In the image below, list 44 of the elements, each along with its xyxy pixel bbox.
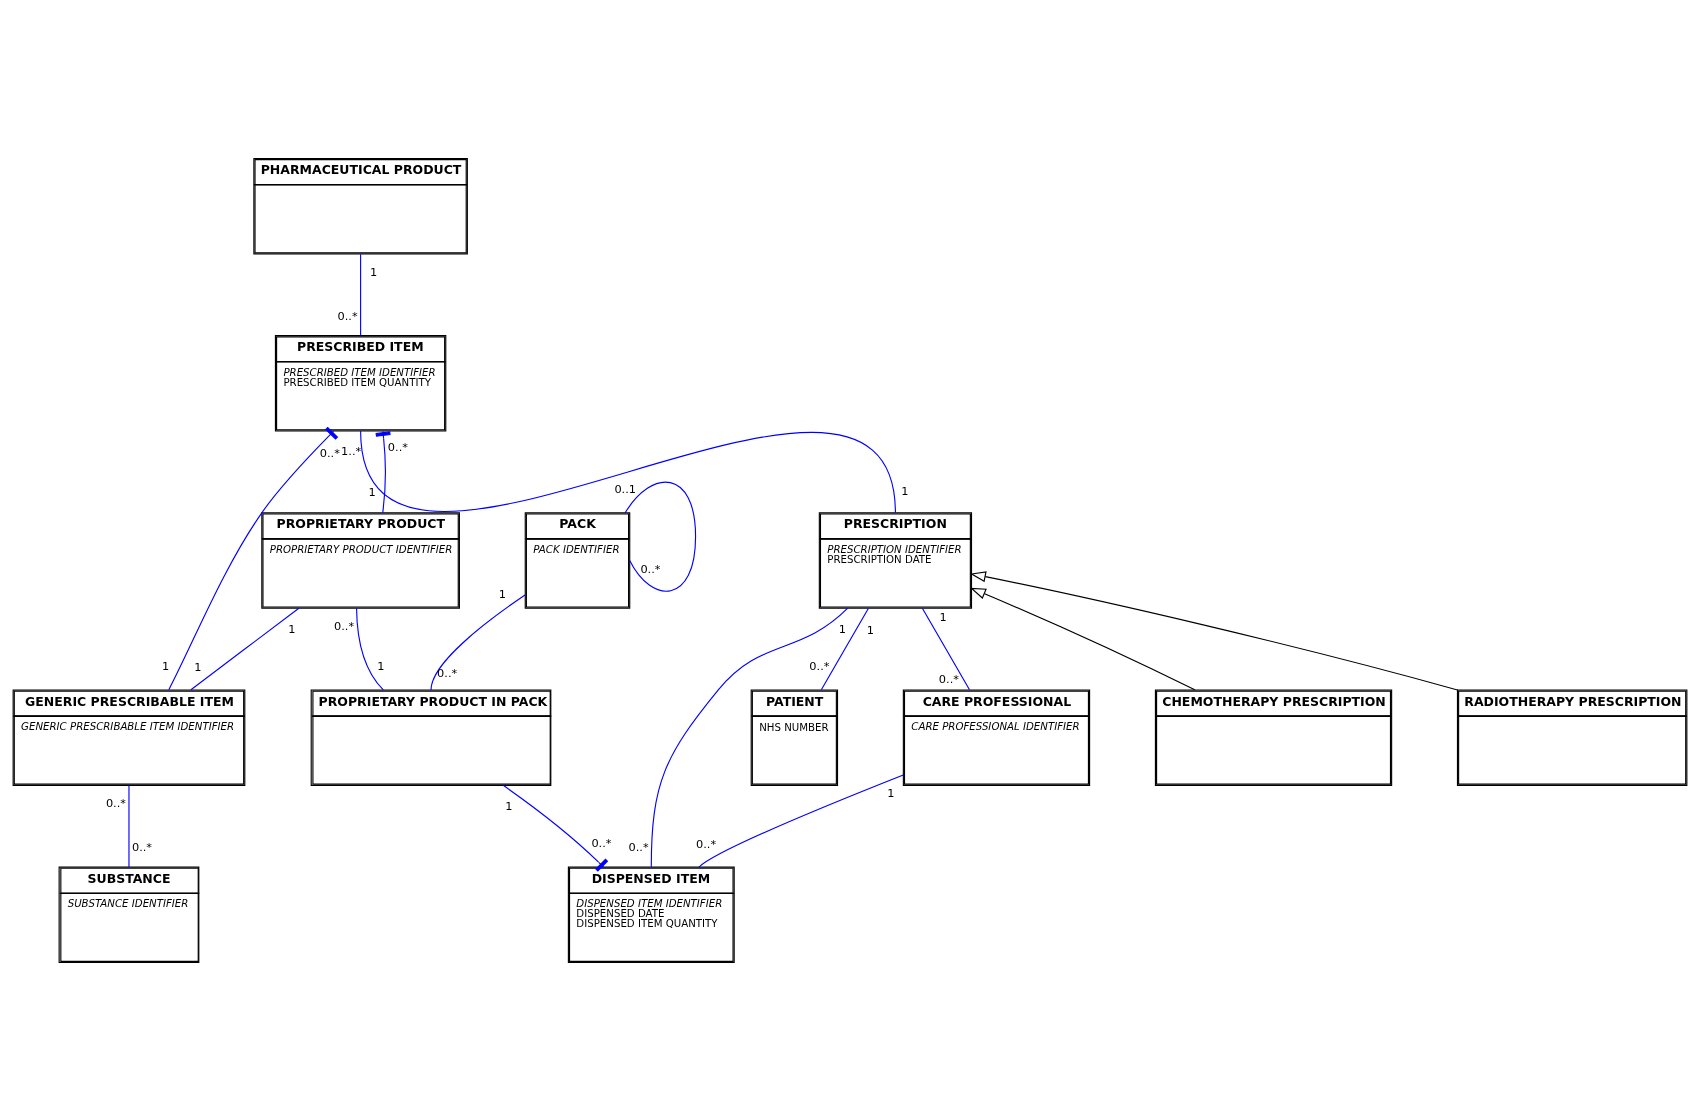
label: 0..1 (614, 481, 637, 496)
label: 0..* (319, 445, 340, 460)
label: 1 (887, 785, 895, 800)
arrow (970, 570, 1459, 691)
label: 1 (161, 658, 170, 673)
label: 1 (901, 483, 909, 498)
connector (502, 784, 609, 872)
label: 0..* (591, 835, 612, 850)
label: 1 (866, 622, 874, 637)
label: 0..* (628, 839, 649, 854)
connector (698, 773, 904, 868)
label: 1..* (341, 443, 362, 458)
label: 1 (505, 798, 513, 813)
label: 1 (498, 586, 506, 601)
connector (128, 784, 130, 868)
arrow (970, 587, 1196, 690)
label: 0..* (938, 671, 959, 686)
connector (650, 607, 849, 868)
label: 1 (370, 264, 378, 279)
label: 1 (288, 621, 296, 636)
label: 1 (368, 483, 376, 498)
connector (360, 430, 896, 513)
connector (624, 481, 697, 592)
label: 0..* (105, 795, 126, 810)
label: 0..* (337, 308, 358, 323)
label: 0..* (695, 836, 717, 851)
label: 0..* (640, 561, 661, 576)
connector (430, 593, 526, 690)
label: 1 (939, 609, 947, 624)
label: 1 (194, 659, 202, 674)
connector (921, 607, 971, 690)
label: 0..* (437, 665, 458, 680)
connector (360, 253, 362, 336)
label: 0..* (809, 658, 830, 673)
label: 0..* (131, 839, 153, 854)
label: 1 (838, 621, 847, 636)
label: 0..* (387, 439, 408, 454)
label: 0..* (334, 618, 355, 633)
connector (356, 607, 384, 690)
connector (168, 426, 339, 690)
connector (375, 430, 391, 513)
connector (820, 607, 869, 690)
label: 1 (377, 658, 385, 673)
connector (190, 607, 300, 690)
